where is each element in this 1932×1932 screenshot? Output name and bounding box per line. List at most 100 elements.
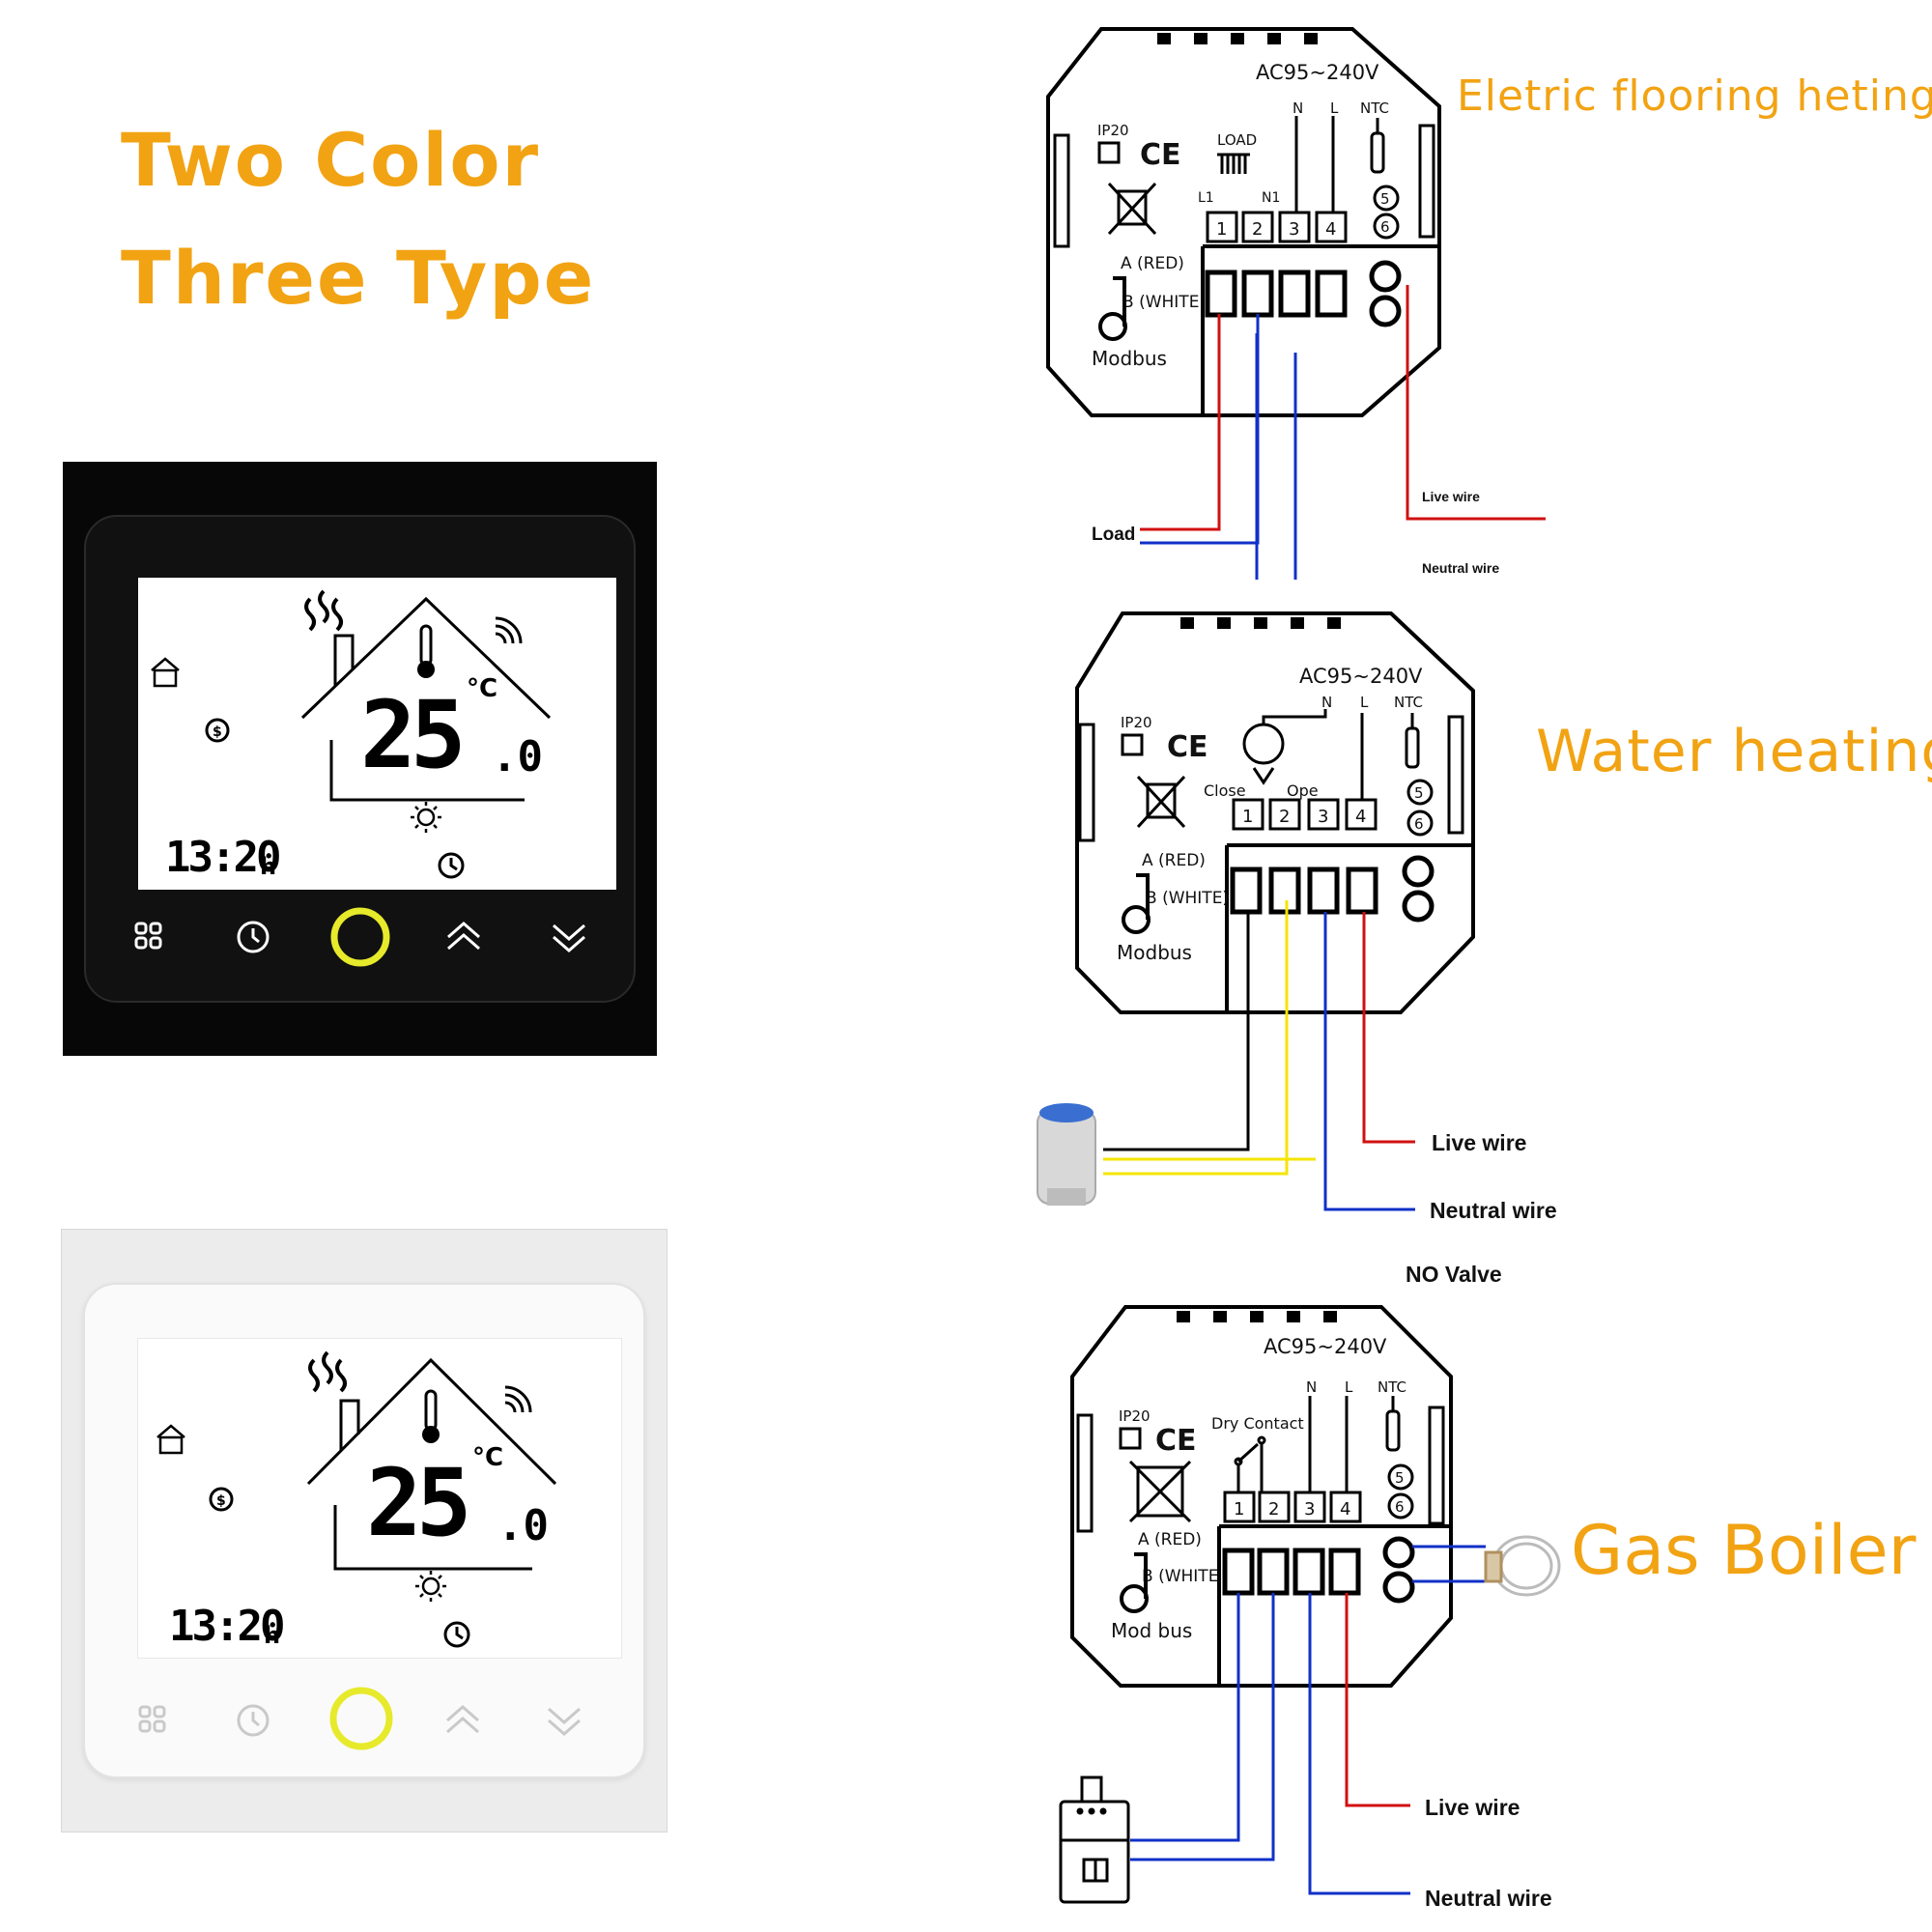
side-clips <box>1076 1406 1445 1533</box>
label-l: L <box>1345 1378 1353 1396</box>
wires <box>1130 1545 1486 1895</box>
thermometer-icon <box>417 624 435 678</box>
wiring-diagram-water: AC95~240V N L NTC IP20 CE Close Ope 1 2 … <box>1037 611 1475 1211</box>
neutral-wire-label: Neutral wire <box>1422 560 1500 576</box>
chevron-up-icon[interactable] <box>434 1691 492 1749</box>
temperature-readout: 25 <box>366 1449 472 1557</box>
terminal-4: 4 <box>1340 1499 1350 1520</box>
live-wire-label: Live wire <box>1425 1795 1520 1820</box>
ntc-sensor-icon <box>1370 118 1400 240</box>
neutral-wire-label: Neutral wire <box>1430 1198 1557 1223</box>
terminal-6: 6 <box>1414 815 1424 833</box>
ip-label: IP20 <box>1119 1407 1151 1425</box>
chevron-down-icon[interactable] <box>535 1691 593 1749</box>
side-clips <box>1053 124 1435 248</box>
modbus-label: Modbus <box>1117 941 1192 964</box>
label-ntc: NTC <box>1360 99 1389 117</box>
terminal-1: 1 <box>1234 1499 1244 1520</box>
label-n: N <box>1321 694 1332 711</box>
menu-grid-icon[interactable] <box>125 1691 183 1749</box>
no-valve-label: NO Valve <box>1406 1262 1502 1287</box>
home-away-icon <box>156 1424 185 1455</box>
dry-contact-switch-icon <box>1234 1396 1349 1492</box>
a-red-label: A (RED) <box>1138 1530 1202 1549</box>
n1-label: N1 <box>1262 190 1280 206</box>
temperature-unit: °C <box>472 1443 504 1472</box>
heating-waves-icon <box>308 1350 347 1393</box>
terminal-block-top <box>1232 798 1378 831</box>
menu-grid-icon[interactable] <box>121 908 179 966</box>
weee-bin-icon <box>1136 775 1186 829</box>
modbus-label: Mod bus <box>1111 1619 1192 1642</box>
lcd-graphics: $ <box>151 589 552 879</box>
ce-mark: CE <box>1155 1424 1197 1458</box>
live-wire-label: Live wire <box>1422 489 1480 504</box>
schedule-clock-icon[interactable] <box>224 908 282 966</box>
terminal-2: 2 <box>1252 219 1263 240</box>
neutral-wire-line <box>1293 353 1297 580</box>
live-wire-line <box>1406 285 1546 521</box>
label-ntc: NTC <box>1378 1378 1406 1396</box>
controller-outline <box>1046 27 1441 417</box>
ip-box-icon <box>1119 1427 1142 1450</box>
chevron-up-icon[interactable] <box>435 908 493 966</box>
button-row <box>63 907 657 985</box>
ip-box-icon <box>1121 733 1144 756</box>
neutral-wire-label: Neutral wire <box>1425 1886 1552 1911</box>
open-label: Ope <box>1287 781 1319 800</box>
ip-label: IP20 <box>1121 714 1152 731</box>
temperature-readout: 25 <box>360 681 467 789</box>
label-n: N <box>1293 99 1303 117</box>
valve-actuator-icon <box>1037 1103 1096 1206</box>
load-label: LOAD <box>1217 131 1257 149</box>
label-l: L <box>1330 99 1339 117</box>
power-ring-icon[interactable] <box>323 1680 400 1757</box>
a-red-label: A (RED) <box>1121 254 1184 273</box>
sun-icon <box>415 1571 446 1602</box>
b-white-label: B (WHITE <box>1122 293 1199 312</box>
load-wire-label: Load <box>1092 525 1136 545</box>
svg-text:$: $ <box>213 724 222 740</box>
b-white-label: B (WHITE <box>1142 1567 1218 1586</box>
top-tabs <box>1180 617 1341 629</box>
weee-bin-icon <box>1107 182 1157 236</box>
heating-waves-icon <box>304 589 343 632</box>
terminal-1: 1 <box>1242 807 1253 827</box>
dry-contact-label: Dry Contact <box>1211 1414 1304 1433</box>
terminal-6: 6 <box>1395 1498 1405 1516</box>
thermometer-icon <box>422 1389 440 1443</box>
l1-label: L1 <box>1198 190 1214 206</box>
sun-icon <box>411 802 441 833</box>
dollar-coin-icon: $ <box>209 1487 234 1512</box>
terminal-2: 2 <box>1279 807 1290 827</box>
temperature-decimal: .0 <box>492 732 543 781</box>
time-readout: 13:20 <box>165 833 281 882</box>
heading-three-type: Three Type <box>121 235 596 321</box>
ce-mark: CE <box>1140 138 1181 172</box>
modbus-probe-icon <box>1120 1552 1149 1613</box>
label-n: N <box>1306 1378 1317 1396</box>
power-ring-icon[interactable] <box>322 898 399 976</box>
modbus-probe-icon <box>1122 873 1151 934</box>
wifi-icon <box>504 1385 532 1413</box>
thermostat-white: $ 25 .0 °C 13:20 h <box>61 1229 668 1833</box>
wiring-diagram-gas: AC95~240V N L NTC IP20 CE Dry Contact 1 … <box>1059 1305 1561 1904</box>
terminal-1: 1 <box>1216 219 1227 240</box>
terminal-5: 5 <box>1414 784 1424 802</box>
terminal-5: 5 <box>1395 1469 1405 1487</box>
wires <box>1103 900 1415 1211</box>
schedule-clock-icon[interactable] <box>224 1691 282 1749</box>
weee-bin-icon <box>1128 1460 1192 1523</box>
terminal-4: 4 <box>1355 807 1366 827</box>
wiring-diagram-electric: AC95~240V N L NTC IP20 CE LOAD L1 N1 1 2… <box>1046 27 1441 545</box>
boiler-icon <box>1059 1776 1130 1904</box>
svg-text:$: $ <box>216 1493 226 1509</box>
terminal-4: 4 <box>1325 219 1336 240</box>
terminal-5: 5 <box>1380 190 1390 208</box>
chevron-down-icon[interactable] <box>540 908 598 966</box>
ip-label: IP20 <box>1097 122 1129 139</box>
house-outline-icon <box>300 596 552 802</box>
type-electric-heading: Eletric flooring heting <box>1457 71 1932 121</box>
wifi-icon <box>495 616 523 644</box>
